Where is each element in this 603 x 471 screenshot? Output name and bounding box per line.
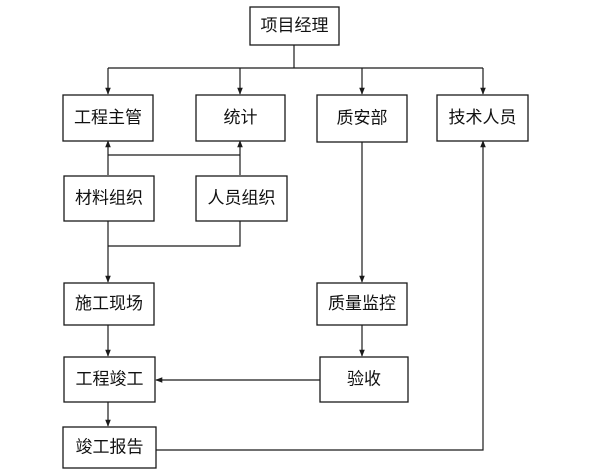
- node-quality-monitoring: 质量监控: [316, 282, 408, 326]
- node-quality-safety-dept: 质安部: [316, 94, 408, 143]
- node-label: 统计: [224, 108, 258, 128]
- nodes: 项目经理 工程主管 统计 质安部 技术人员 材料组织 人员组织: [62, 6, 529, 469]
- node-statistics: 统计: [195, 94, 286, 142]
- edge-report-to-technical-staff: [156, 140, 486, 451]
- edges: [105, 45, 486, 451]
- node-label: 技术人员: [449, 108, 517, 128]
- node-completion-report: 竣工报告: [62, 426, 157, 469]
- node-acceptance: 验收: [319, 356, 409, 403]
- node-project-completion: 工程竣工: [63, 356, 156, 403]
- node-label: 验收: [347, 370, 381, 390]
- node-label: 人员组织: [208, 189, 276, 209]
- node-engineering-supervisor: 工程主管: [62, 94, 154, 142]
- edge-personnel-down: [108, 221, 241, 247]
- node-label: 工程竣工: [76, 370, 144, 390]
- node-material-organization: 材料组织: [63, 175, 155, 222]
- node-label: 项目经理: [261, 16, 329, 36]
- node-label: 竣工报告: [76, 438, 144, 458]
- node-label: 材料组织: [75, 189, 143, 209]
- node-label: 质量监控: [328, 294, 396, 314]
- node-construction-site: 施工现场: [63, 282, 155, 326]
- node-technical-staff: 技术人员: [436, 94, 529, 142]
- node-label: 质安部: [337, 109, 388, 129]
- node-label: 施工现场: [75, 294, 143, 314]
- node-project-manager: 项目经理: [249, 6, 340, 46]
- node-personnel-organization: 人员组织: [195, 175, 288, 222]
- node-label: 工程主管: [74, 108, 142, 128]
